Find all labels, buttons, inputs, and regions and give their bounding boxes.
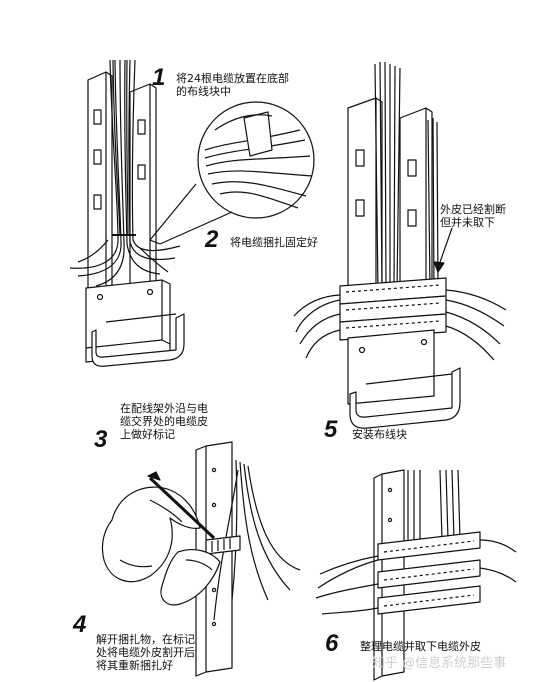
step-number-6: 6 bbox=[325, 630, 339, 657]
step-text-6: 整理电缆并取下电缆外皮 bbox=[360, 640, 481, 653]
watermark: 知乎 @信息系统那些事 bbox=[372, 656, 507, 671]
panel-5-illustration bbox=[293, 61, 507, 429]
step-number-2: 2 bbox=[205, 226, 219, 253]
panel-1-illustration bbox=[69, 59, 315, 367]
step-text-1: 将24根电缆放置在底部 的布线块中 bbox=[176, 72, 289, 98]
step-text-3: 在配线架外沿与电 缆交界处的电缆皮 上做好标记 bbox=[120, 402, 208, 441]
panel-4-illustration bbox=[101, 441, 301, 677]
step-number-4: 4 bbox=[73, 611, 87, 638]
callout-label: 外皮已经割断 但并未取下 bbox=[440, 203, 506, 229]
step-number-3: 3 bbox=[94, 426, 108, 453]
step-text-2: 将电缆捆扎固定好 bbox=[230, 236, 318, 249]
step-number-5: 5 bbox=[324, 416, 338, 443]
step-text-5: 安装布线块 bbox=[352, 428, 407, 441]
panel-6-illustration bbox=[315, 469, 517, 681]
step-text-4: 解开捆扎物，在标记 处将电缆外皮割开后 将其重新捆扎好 bbox=[96, 633, 195, 672]
step-number-1: 1 bbox=[152, 64, 166, 91]
